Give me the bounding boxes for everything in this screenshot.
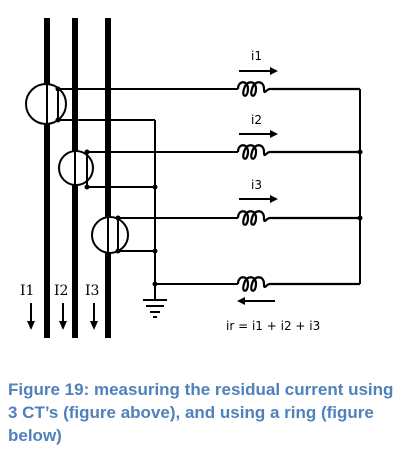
current-label-i1: i1 [251,49,262,63]
coil-icon [236,81,360,97]
current-transformer-icon [91,216,129,254]
current-label-i2: i2 [251,113,262,127]
current-arrow-icon [239,130,278,138]
coil-icon [236,210,360,226]
current-arrow-icon [239,195,278,203]
phase-label-2: I2 [54,283,68,299]
phase-label-3: I3 [85,283,99,299]
current-arrow-icon [239,67,278,75]
current-transformer-icon [25,83,67,125]
current-label-i3: i3 [251,178,262,192]
current-arrow-icon [237,297,275,305]
current-transformer-icon [58,150,94,186]
figure-caption: Figure 19: measuring the residual curren… [8,380,394,445]
residual-equation: ir = i1 + i2 + i3 [226,319,320,333]
ground-icon [143,299,167,318]
residual-current-diagram: i1 i2 i3 ir = i1 + i2 + i3 I1 I2 I3 [20,18,363,338]
current-arrow-icon [59,303,67,330]
current-arrow-icon [90,303,98,330]
coil-icon [236,276,360,292]
current-arrow-icon [27,303,35,330]
phase-label-1: I1 [20,283,34,299]
coil-icon [236,144,360,160]
